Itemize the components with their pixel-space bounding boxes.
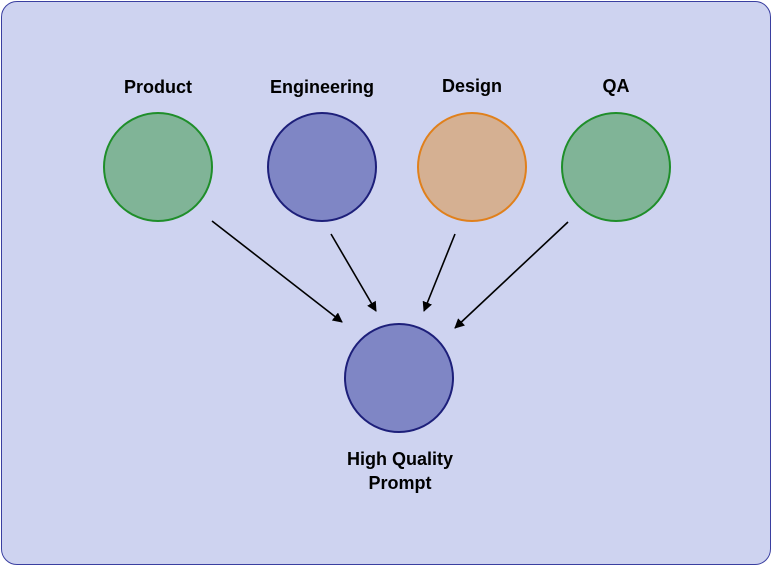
qa-label: QA xyxy=(602,76,630,96)
product-label: Product xyxy=(123,77,192,97)
arrow-product-to-output xyxy=(211,220,343,323)
arrow-design-to-output xyxy=(422,233,456,312)
engineering-label: Engineering xyxy=(269,77,374,97)
arrow-engineering-to-output xyxy=(330,233,377,312)
design-label: Design xyxy=(441,76,502,96)
arrow-qa-to-output xyxy=(454,221,569,329)
product-node xyxy=(103,112,213,222)
design-node xyxy=(417,112,527,222)
engineering-node xyxy=(267,112,377,222)
output-label: High Quality Prompt xyxy=(346,449,453,493)
qa-node xyxy=(561,112,671,222)
output-node xyxy=(344,323,454,433)
